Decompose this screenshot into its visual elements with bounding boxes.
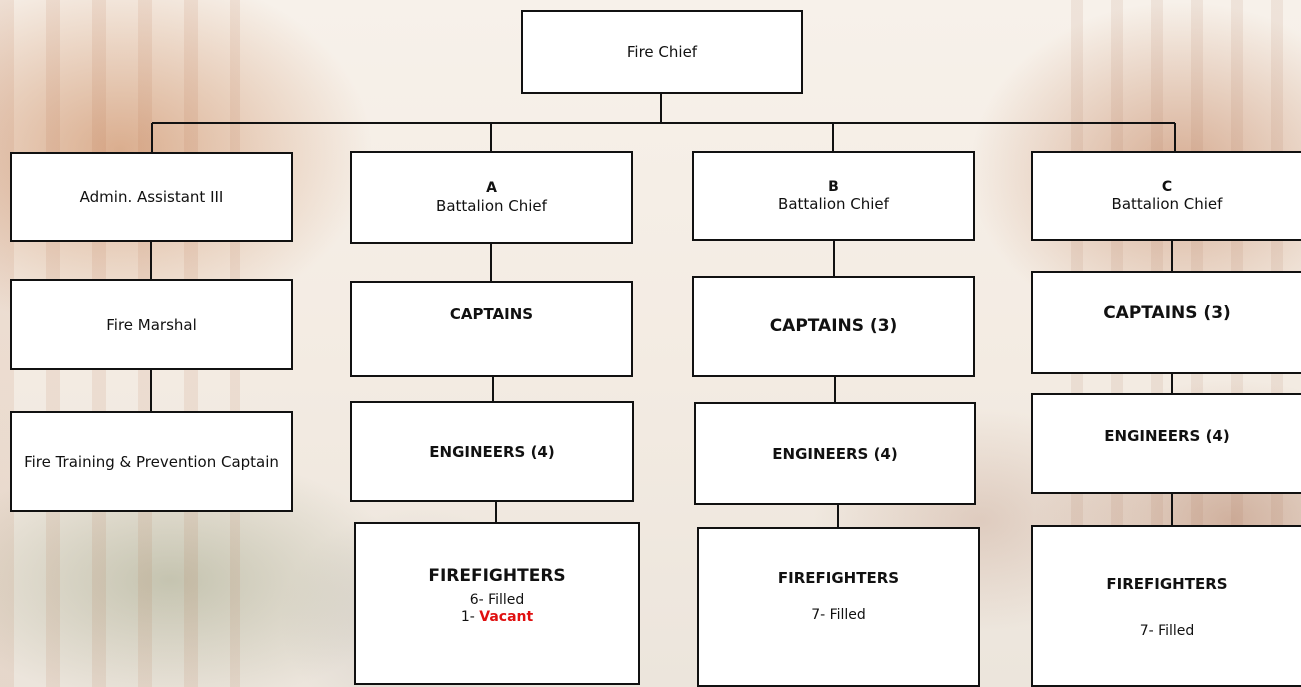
engineers-a-box: ENGINEERS (4) xyxy=(350,401,634,502)
filled-count: 7- Filled xyxy=(811,607,866,623)
vacant-label: Vacant xyxy=(479,609,534,626)
fire-marshal-label: Fire Marshal xyxy=(106,315,197,334)
vacant-count: 1- xyxy=(460,609,480,626)
engineers-label: ENGINEERS (4) xyxy=(1104,427,1230,445)
training-captain-box: Fire Training & Prevention Captain xyxy=(10,411,293,512)
battalion-chief-c-box: C Battalion Chief xyxy=(1031,151,1301,241)
training-captain-label: Fire Training & Prevention Captain xyxy=(24,452,279,471)
engineers-c-box: ENGINEERS (4) xyxy=(1031,393,1301,494)
fire-marshal-box: Fire Marshal xyxy=(10,279,293,370)
fire-chief-label: Fire Chief xyxy=(626,43,698,61)
battalion-chief-label: Battalion Chief xyxy=(778,195,889,214)
firefighters-a-box: FIREFIGHTERS 6- Filled 1- Vacant xyxy=(354,522,640,685)
captains-c-box: CAPTAINS (3) xyxy=(1031,271,1301,374)
captains-label: CAPTAINS (3) xyxy=(1103,303,1231,323)
firefighters-label: FIREFIGHTERS xyxy=(428,566,566,586)
engineers-b-box: ENGINEERS (4) xyxy=(694,402,976,505)
firefighters-label: FIREFIGHTERS xyxy=(1106,575,1228,593)
vacant-line: 1- Vacant xyxy=(461,609,533,626)
battalion-chief-b-box: B Battalion Chief xyxy=(692,151,975,241)
battalion-chief-label: Battalion Chief xyxy=(436,196,547,215)
firefighters-b-box: FIREFIGHTERS 7- Filled xyxy=(697,527,980,687)
filled-count: 7- Filled xyxy=(1139,623,1195,639)
firefighters-c-box: FIREFIGHTERS 7- Filled xyxy=(1031,525,1301,687)
battalion-letter: B xyxy=(828,178,839,195)
battalion-letter: C xyxy=(1161,178,1173,195)
captains-label: CAPTAINS xyxy=(449,305,534,323)
captains-label: CAPTAINS (3) xyxy=(769,316,898,337)
admin-assistant-label: Admin. Assistant III xyxy=(79,188,224,206)
filled-count: 6- Filled xyxy=(469,592,525,609)
engineers-label: ENGINEERS (4) xyxy=(772,444,898,463)
fire-chief-box: Fire Chief xyxy=(521,10,803,94)
battalion-chief-a-box: A Battalion Chief xyxy=(350,151,633,244)
admin-assistant-box: Admin. Assistant III xyxy=(10,152,293,242)
engineers-label: ENGINEERS (4) xyxy=(429,443,555,461)
captains-a-box: CAPTAINS xyxy=(350,281,633,377)
battalion-letter: A xyxy=(486,180,497,197)
battalion-chief-label: Battalion Chief xyxy=(1111,195,1223,214)
firefighters-label: FIREFIGHTERS xyxy=(777,569,900,587)
captains-b-box: CAPTAINS (3) xyxy=(692,276,975,377)
